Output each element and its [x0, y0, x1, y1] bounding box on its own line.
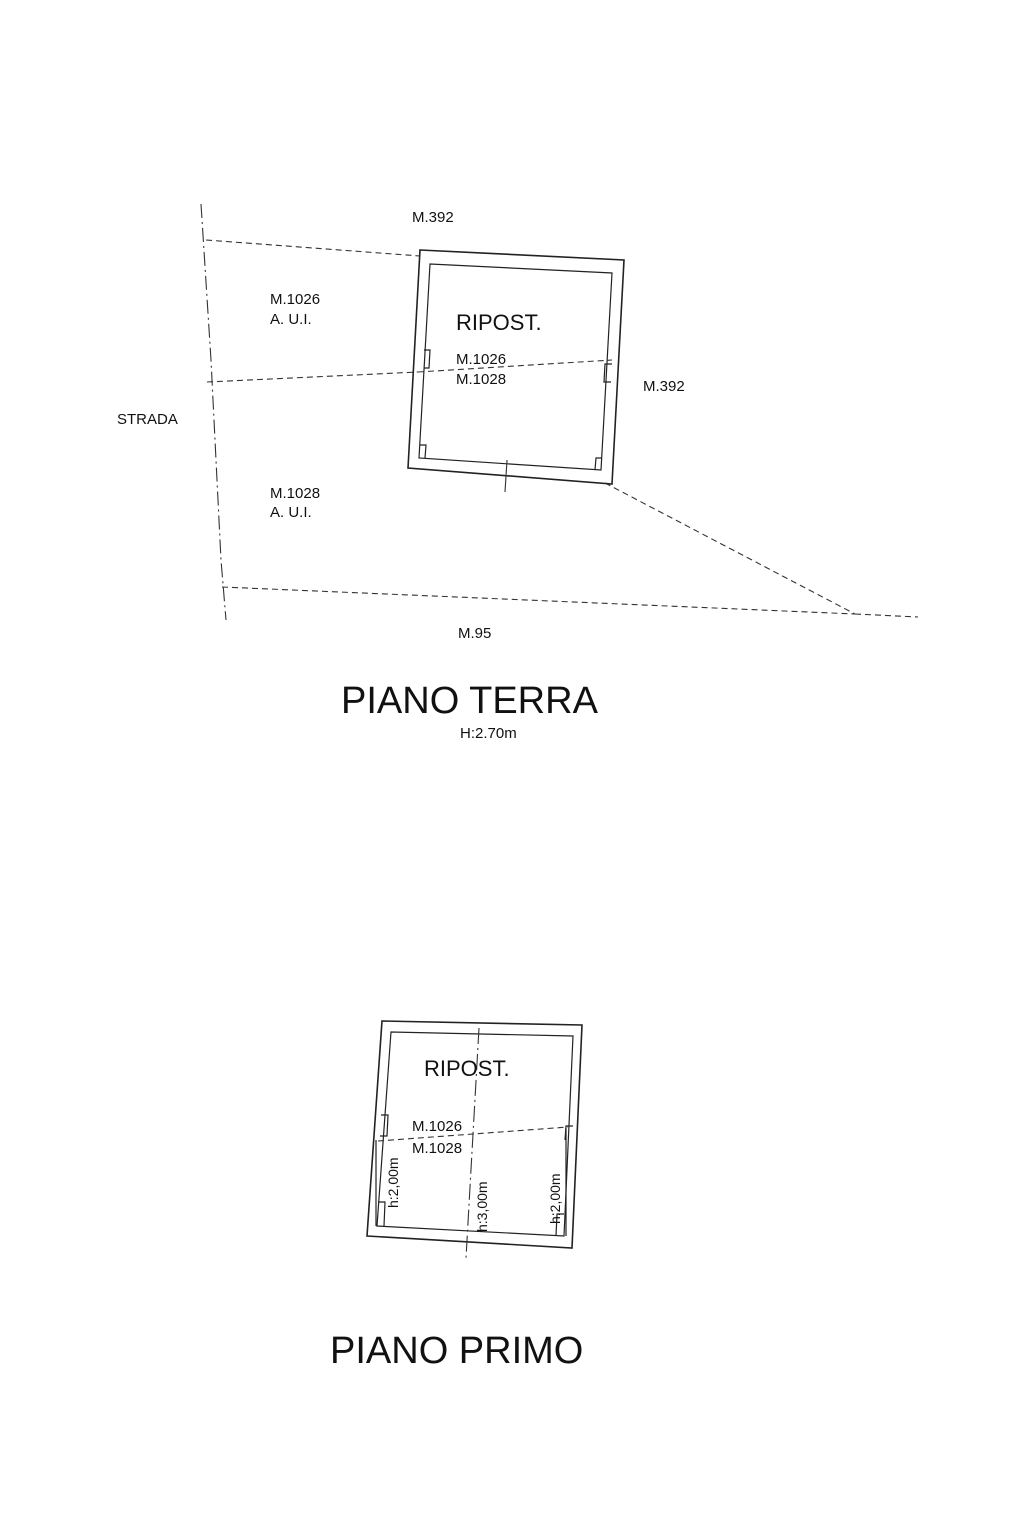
parcel-upper-id: M.1026 — [270, 291, 320, 308]
pilaster-left-bottom — [420, 444, 427, 459]
boundary-mid — [206, 371, 419, 383]
boundary-south — [221, 586, 856, 615]
ground-floor-plan: M.392 M.392 M.95 STRADA M.1026 A. U.I. M… — [117, 203, 919, 742]
boundary-mid-inside — [417, 359, 613, 373]
neighbor-south-label: M.95 — [458, 625, 491, 642]
height-note: H:2.70m — [460, 725, 517, 742]
pilaster-left — [380, 1114, 389, 1137]
boundary-upper-label: M.1026 — [456, 351, 506, 368]
boundary-north — [205, 239, 421, 257]
street-edge-line — [200, 203, 227, 621]
height-right-label: h:2,00m — [547, 1173, 563, 1224]
boundary-southeast — [604, 482, 856, 615]
parcel-upper-note: A. U.I. — [270, 311, 312, 328]
room-label: RIPOST. — [424, 1056, 510, 1081]
pilaster-right-bottom — [555, 1213, 564, 1237]
storage-room-outer-wall — [407, 249, 625, 485]
floor-title: PIANO TERRA — [341, 680, 599, 722]
pilaster-right-bottom — [594, 457, 602, 471]
boundary-south-extension — [854, 613, 919, 618]
boundary-lower-label: M.1028 — [412, 1140, 462, 1157]
first-floor-plan: RIPOST. M.1026 M.1028 h:2,00m h:3,00m h:… — [330, 1020, 583, 1372]
ridge-line — [465, 1027, 480, 1259]
height-center-label: h:3,00m — [474, 1181, 490, 1232]
parcel-lower-note: A. U.I. — [270, 504, 312, 521]
neighbor-east-label: M.392 — [643, 378, 685, 395]
street-label: STRADA — [117, 411, 178, 428]
pilaster-right-top — [603, 363, 612, 383]
height-left-label: h:2,00m — [385, 1157, 401, 1208]
pilaster-right — [564, 1125, 573, 1141]
neighbor-north-label: M.392 — [412, 209, 454, 226]
room-label: RIPOST. — [456, 310, 542, 335]
storage-room-inner-wall — [376, 1031, 574, 1237]
pilaster-left-bottom — [378, 1201, 386, 1227]
parcel-lower-id: M.1028 — [270, 485, 320, 502]
storage-room-outer-wall — [366, 1020, 583, 1249]
boundary-upper-label: M.1026 — [412, 1118, 462, 1135]
door-mark — [504, 459, 508, 493]
storage-room-inner-wall — [418, 263, 613, 471]
pilaster-left — [424, 349, 431, 369]
boundary-lower-label: M.1028 — [456, 371, 506, 388]
floor-title: PIANO PRIMO — [330, 1330, 583, 1372]
